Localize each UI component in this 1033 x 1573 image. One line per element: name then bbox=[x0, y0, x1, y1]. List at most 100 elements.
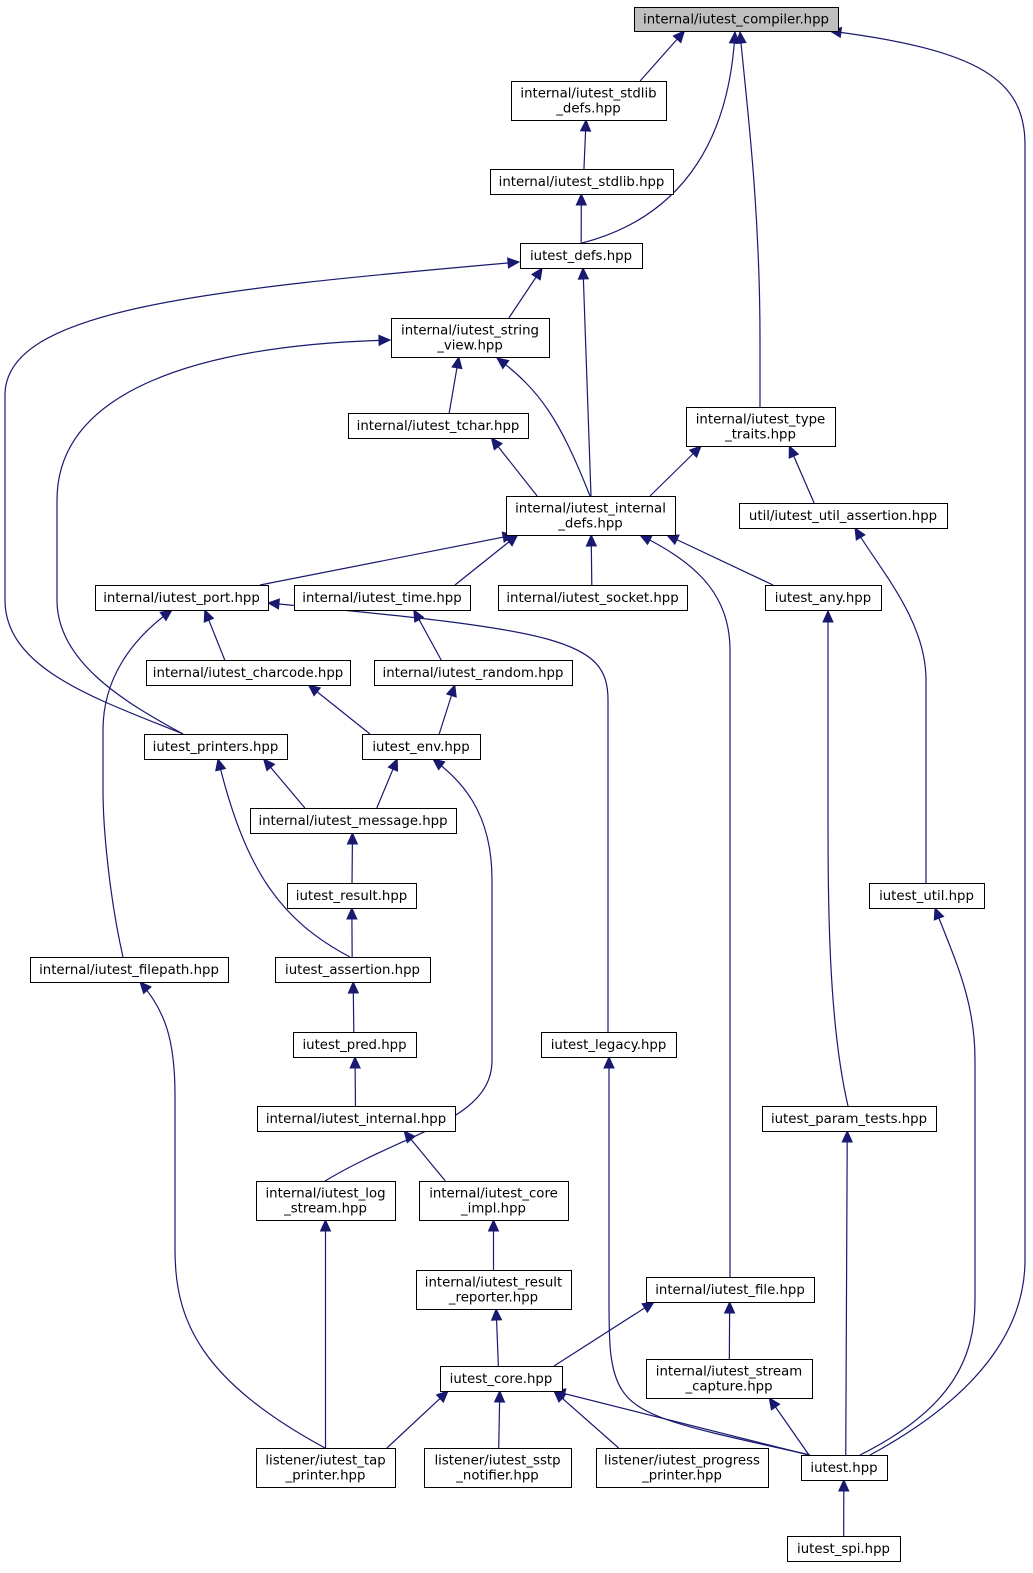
arrowhead-icon bbox=[435, 1390, 449, 1404]
node-box[interactable] bbox=[646, 1359, 813, 1399]
arrowhead-icon bbox=[307, 684, 322, 697]
node-stream_capture[interactable]: internal/iutest_stream_capture.hpp bbox=[646, 1359, 813, 1399]
node-util[interactable]: iutest_util.hpp bbox=[869, 883, 985, 909]
node-message[interactable]: internal/iutest_message.hpp bbox=[250, 808, 457, 834]
node-box[interactable] bbox=[762, 1106, 937, 1132]
node-box[interactable] bbox=[511, 81, 667, 121]
node-result_reporter[interactable]: internal/iutest_result_reporter.hpp bbox=[416, 1270, 572, 1310]
node-string_view[interactable]: internal/iutest_string_view.hpp bbox=[391, 318, 550, 358]
node-port[interactable]: internal/iutest_port.hpp bbox=[95, 585, 269, 611]
node-time[interactable]: internal/iutest_time.hpp bbox=[294, 585, 471, 611]
edge-result_reporter-to-core_impl bbox=[487, 1218, 500, 1270]
node-box[interactable] bbox=[287, 883, 417, 909]
node-box[interactable] bbox=[391, 318, 550, 358]
node-box[interactable] bbox=[765, 585, 882, 611]
edge-time-to-internal_defs bbox=[454, 534, 519, 586]
edge-internal_defs-to-string_view bbox=[496, 357, 591, 497]
node-box[interactable] bbox=[95, 585, 269, 611]
node-box[interactable] bbox=[275, 957, 431, 983]
node-label: iutest_printers.hpp bbox=[153, 740, 279, 755]
node-box[interactable] bbox=[424, 1448, 572, 1488]
node-box[interactable] bbox=[739, 503, 948, 529]
node-param_tests[interactable]: iutest_param_tests.hpp bbox=[762, 1106, 937, 1132]
node-log_stream[interactable]: internal/iutest_log_stream.hpp bbox=[256, 1181, 396, 1221]
node-box[interactable] bbox=[787, 1536, 901, 1562]
node-box[interactable] bbox=[440, 1366, 563, 1392]
node-stdlib[interactable]: internal/iutest_stdlib.hpp bbox=[490, 169, 674, 195]
node-compiler[interactable]: internal/iutest_compiler.hpp bbox=[634, 7, 839, 32]
node-result[interactable]: iutest_result.hpp bbox=[287, 883, 417, 909]
node-type_traits[interactable]: internal/iutest_type_traits.hpp bbox=[686, 407, 836, 447]
node-core[interactable]: iutest_core.hpp bbox=[440, 1366, 563, 1392]
node-label: iutest_pred.hpp bbox=[302, 1038, 406, 1053]
node-box[interactable] bbox=[416, 1270, 572, 1310]
node-box[interactable] bbox=[362, 734, 481, 760]
node-internal[interactable]: internal/iutest_internal.hpp bbox=[257, 1106, 456, 1132]
node-box[interactable] bbox=[541, 1032, 677, 1058]
edge-line bbox=[259, 534, 515, 586]
node-assertion[interactable]: iutest_assertion.hpp bbox=[275, 957, 431, 983]
node-pred[interactable]: iutest_pred.hpp bbox=[293, 1032, 417, 1058]
node-label: listener/iutest_progress bbox=[604, 1454, 760, 1469]
node-env[interactable]: iutest_env.hpp bbox=[362, 734, 481, 760]
node-box[interactable] bbox=[257, 1106, 456, 1132]
node-internal_defs[interactable]: internal/iutest_internal_defs.hpp bbox=[506, 496, 676, 536]
arrowhead-icon bbox=[504, 534, 519, 547]
node-filepath[interactable]: internal/iutest_filepath.hpp bbox=[30, 957, 229, 983]
node-progress_printer[interactable]: listener/iutest_progress_printer.hpp bbox=[596, 1448, 769, 1488]
node-label: internal/iutest_internal.hpp bbox=[266, 1112, 446, 1127]
node-label: internal/iutest_tchar.hpp bbox=[357, 419, 520, 434]
node-box[interactable] bbox=[869, 883, 985, 909]
node-sstp_notifier[interactable]: listener/iutest_sstp_notifier.hpp bbox=[424, 1448, 572, 1488]
node-box[interactable] bbox=[686, 407, 836, 447]
node-iutest[interactable]: iutest.hpp bbox=[801, 1455, 888, 1481]
node-defs[interactable]: iutest_defs.hpp bbox=[520, 243, 643, 269]
arrowhead-icon bbox=[841, 1129, 853, 1143]
edge-line bbox=[639, 534, 731, 1277]
arrowhead-icon bbox=[403, 1130, 416, 1144]
edge-iutest-to-stream_capture bbox=[768, 1397, 810, 1456]
arrowhead-icon bbox=[262, 758, 276, 772]
node-file[interactable]: internal/iutest_file.hpp bbox=[646, 1277, 815, 1303]
node-box[interactable] bbox=[256, 1181, 396, 1221]
edge-defs-to-compiler bbox=[581, 30, 741, 244]
node-util_assertion[interactable]: util/iutest_util_assertion.hpp bbox=[739, 503, 948, 529]
node-core_impl[interactable]: internal/iutest_core_impl.hpp bbox=[419, 1181, 569, 1221]
edge-line bbox=[4, 261, 520, 735]
node-box[interactable] bbox=[634, 7, 839, 32]
node-box[interactable] bbox=[293, 1032, 417, 1058]
arrowhead-icon bbox=[413, 608, 425, 623]
edge-string_view-to-defs bbox=[508, 266, 543, 319]
node-box[interactable] bbox=[348, 413, 529, 439]
edge-printers-to-string_view bbox=[56, 334, 392, 735]
node-label: _impl.hpp bbox=[460, 1202, 526, 1217]
node-box[interactable] bbox=[520, 243, 643, 269]
node-spi[interactable]: iutest_spi.hpp bbox=[787, 1536, 901, 1562]
edge-line bbox=[827, 611, 849, 1107]
node-box[interactable] bbox=[250, 808, 457, 834]
node-box[interactable] bbox=[498, 585, 688, 611]
node-box[interactable] bbox=[146, 660, 351, 686]
node-box[interactable] bbox=[144, 734, 288, 760]
node-box[interactable] bbox=[596, 1448, 769, 1488]
node-label: _capture.hpp bbox=[684, 1380, 772, 1395]
node-box[interactable] bbox=[801, 1455, 888, 1481]
node-box[interactable] bbox=[506, 496, 676, 536]
node-any[interactable]: iutest_any.hpp bbox=[765, 585, 882, 611]
node-box[interactable] bbox=[256, 1448, 396, 1488]
node-box[interactable] bbox=[374, 660, 573, 686]
node-box[interactable] bbox=[490, 169, 674, 195]
node-socket[interactable]: internal/iutest_socket.hpp bbox=[498, 585, 688, 611]
node-tchar[interactable]: internal/iutest_tchar.hpp bbox=[348, 413, 529, 439]
node-box[interactable] bbox=[294, 585, 471, 611]
node-box[interactable] bbox=[30, 957, 229, 983]
node-tap_printer[interactable]: listener/iutest_tap_printer.hpp bbox=[256, 1448, 396, 1488]
node-charcode[interactable]: internal/iutest_charcode.hpp bbox=[146, 660, 351, 686]
node-legacy[interactable]: iutest_legacy.hpp bbox=[541, 1032, 677, 1058]
node-box[interactable] bbox=[419, 1181, 569, 1221]
node-random[interactable]: internal/iutest_random.hpp bbox=[374, 660, 573, 686]
node-stdlib_defs[interactable]: internal/iutest_stdlib_defs.hpp bbox=[511, 81, 667, 121]
node-label: internal/iutest_type bbox=[696, 413, 826, 428]
node-box[interactable] bbox=[646, 1277, 815, 1303]
node-printers[interactable]: iutest_printers.hpp bbox=[144, 734, 288, 760]
